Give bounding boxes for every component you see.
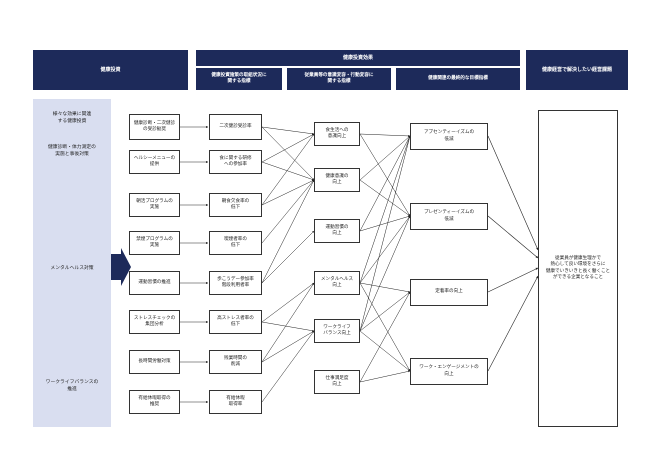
subheader-awareness: 従業員等の意識変容・行動変容に 関する指標 (287, 68, 391, 90)
panel-item-health-checkup: 健康診断・体力測定の 実施と事後対策 (48, 145, 96, 157)
final-box-engagement: ワーク・エンゲージメントの 向上 (410, 358, 488, 385)
header-effects: 健康投資効果 (196, 50, 520, 66)
awareness-box-1: 食生活への 意識向上 (314, 122, 360, 146)
header-issue: 健康経営で解決したい経営課題 (526, 50, 628, 90)
awareness-box-3: 運動習慣の 向上 (314, 219, 360, 243)
initiative-box-1: 健康診断・二次健診 の受診勧奨 (129, 114, 180, 140)
indicator-box-7: 残業時間の 削減 (209, 350, 262, 374)
initiative-box-3: 朝活プログラムの 実施 (129, 193, 180, 217)
panel-item-mental-health: メンタルヘルス対策 (50, 266, 94, 271)
subheader-initiative: 健康投資施策の取組状況に 関する指標 (196, 68, 282, 90)
final-box-presenteeism: プレゼンティーイズムの 低減 (410, 203, 488, 230)
indicator-box-5: 歩こうデー参加率 階段利用者率 (209, 271, 262, 295)
initiative-box-8: 有給休暇取得の 推奨 (129, 390, 180, 414)
initiative-box-6: ストレスチェックの 集団分析 (129, 310, 180, 334)
initiative-box-7: 長時間労働対策 (129, 350, 180, 374)
final-box-retention: 定着率の向上 (410, 279, 488, 306)
panel-title: 様々な効果に関連 する健康投資 (52, 112, 92, 124)
big-arrow-icon (111, 248, 131, 286)
initiative-box-2: ヘルシーメニューの 提供 (129, 150, 180, 174)
final-box-absenteeism: アブセンティーイズムの 低減 (410, 123, 488, 150)
goal-box: 従業員が健康生理かで 熱心して良い環境をさらに 健康でいきいきと長く働くこと が… (538, 110, 618, 427)
initiative-box-5: 運動習慣の推進 (129, 271, 180, 295)
indicator-box-8: 有給休暇 取得率 (209, 390, 262, 414)
awareness-box-6: 仕事満足度 向上 (314, 370, 360, 394)
header-investment: 健康投資 (33, 50, 188, 90)
indicator-box-3: 朝食欠食率の 低下 (209, 193, 262, 217)
indicator-box-6: 高ストレス者率の 低下 (209, 310, 262, 334)
indicator-box-4: 喫煙者率の 低下 (209, 231, 262, 255)
indicator-box-1: 二次健診受診率 (209, 114, 262, 140)
awareness-box-2: 健康意識の 向上 (314, 168, 360, 192)
awareness-box-4: メンタルヘルス 向上 (314, 271, 360, 295)
awareness-box-5: ワークライフ バランス向上 (314, 319, 360, 343)
indicator-box-2: 食に関する研修 への参加率 (209, 150, 262, 174)
subheader-final: 健康関連の最終的な目標指標 (396, 68, 520, 90)
panel-item-work-life-balance: ワークライフバランスの 推進 (45, 380, 99, 392)
initiative-box-4: 禁煙プログラムの 実施 (129, 231, 180, 255)
investment-panel (33, 99, 111, 427)
